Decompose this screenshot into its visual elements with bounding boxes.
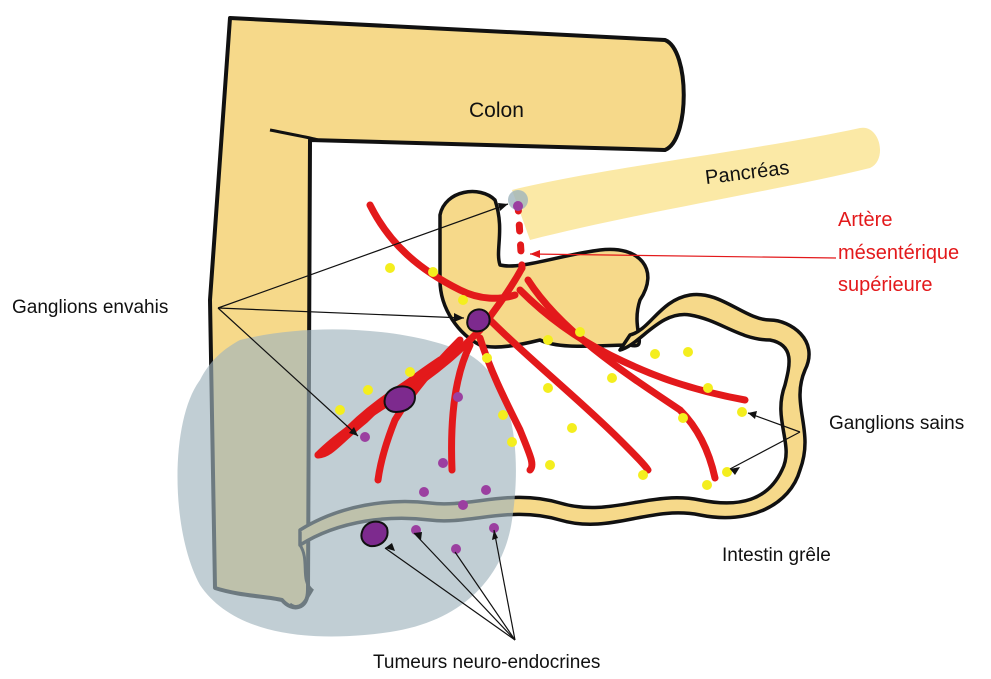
invaded-zone	[178, 329, 516, 636]
artery-label-line1: Artère	[838, 210, 892, 230]
ganglions-sains-label: Ganglions sains	[829, 414, 964, 433]
colon-label: Colon	[469, 100, 524, 121]
intestin-grele-label: Intestin grêle	[722, 546, 831, 565]
artery-label-line2: mésentérique	[838, 243, 959, 263]
artery-label-line3: supérieure	[838, 275, 933, 295]
tumeurs-label: Tumeurs neuro-endocrines	[373, 653, 600, 672]
ganglions-envahis-label: Ganglions envahis	[12, 298, 168, 317]
